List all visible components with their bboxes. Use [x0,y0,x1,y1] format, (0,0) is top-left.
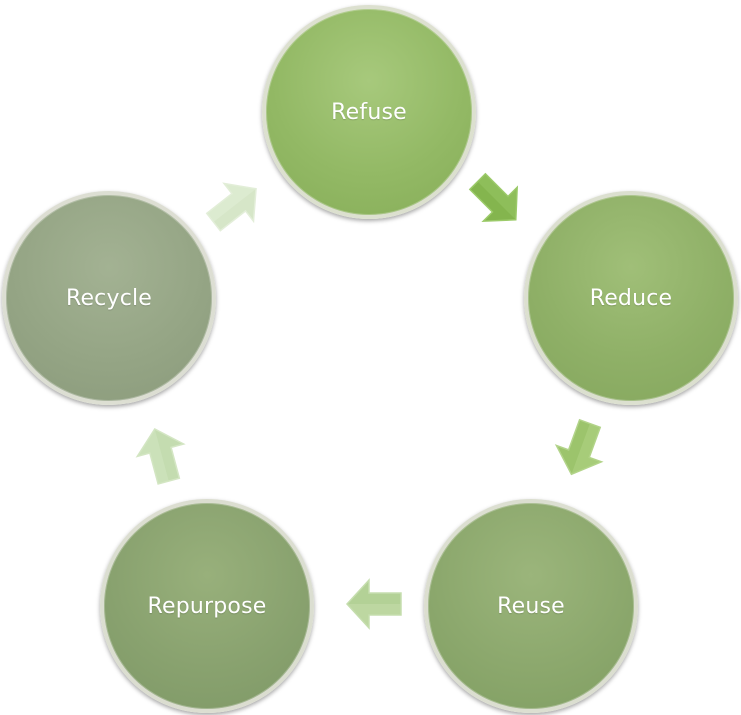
node-reuse: Reuse [424,499,638,713]
node-label-repurpose: Repurpose [147,593,267,619]
node-recycle: Recycle [2,191,216,405]
node-label-reduce: Reduce [589,285,673,311]
node-label-refuse: Refuse [331,99,407,125]
arrow-repurpose-to-recycle [135,427,186,485]
node-label-recycle: Recycle [65,285,153,311]
arrow-refuse-to-reduce [468,172,519,223]
node-label-reuse: Reuse [497,593,565,619]
node-repurpose: Repurpose [100,499,314,713]
node-refuse: Refuse [262,5,476,219]
arrow-reuse-to-repurpose [345,578,402,630]
arrow-reduce-to-reuse [554,418,604,476]
node-reduce: Reduce [524,191,738,405]
arrow-recycle-to-refuse [205,182,257,232]
